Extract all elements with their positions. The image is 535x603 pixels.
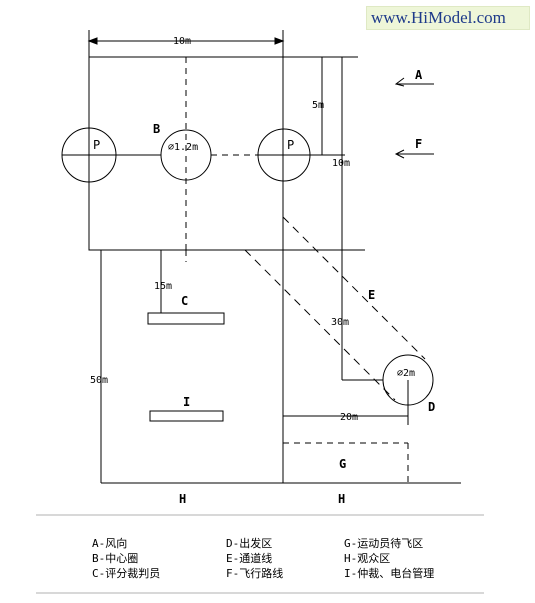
- center-circle: [160, 129, 212, 181]
- legend-item-c: C-评分裁判员: [92, 567, 161, 580]
- start-zone-label: ⌀2m: [397, 368, 415, 379]
- legend-item-i: I-仲裁、电台管理: [344, 567, 435, 580]
- legend: A-风向 B-中心圈 C-评分裁判员 D-出发区 E-通道线 F-飞行路线 G-…: [92, 535, 512, 583]
- dim-20m-label: 20m: [340, 412, 358, 423]
- legend-item-e: E-通道线: [226, 552, 273, 565]
- legend-item-a: A-风向: [92, 537, 128, 550]
- wind-arrow-head: [394, 77, 405, 87]
- watermark-banner: www.HiModel.com: [366, 6, 530, 30]
- legend-item-d: D-出发区: [226, 537, 273, 550]
- arbitration-bar: [149, 410, 224, 422]
- legend-item-b: B-中心圈: [92, 552, 139, 565]
- zone-label-h-left: H: [179, 492, 186, 506]
- dim-top-label: 10m: [173, 36, 191, 47]
- dim-50m-label: 50m: [90, 375, 108, 386]
- left-pilot-label: P: [93, 138, 100, 152]
- dim-5m-label: 5m: [312, 100, 324, 111]
- flight-path-upper: [282, 216, 426, 360]
- zone-label-g: G: [339, 457, 346, 471]
- zone-label-i: I: [183, 395, 190, 409]
- zone-label-h-right: H: [338, 492, 345, 506]
- zone-label-f: F: [415, 137, 422, 151]
- launch-square: [88, 56, 284, 251]
- zone-label-a: A: [415, 68, 423, 82]
- dim-top-arrow-right: [274, 37, 285, 45]
- dim-10m-label: 10m: [332, 158, 350, 169]
- zone-label-e: E: [368, 288, 375, 302]
- zone-label-c: C: [181, 294, 188, 308]
- watermark-text: www.HiModel.com: [371, 8, 506, 27]
- right-pilot-label: P: [287, 138, 294, 152]
- judge-bar: [147, 312, 225, 325]
- dim-15m-label: 15m: [154, 281, 172, 292]
- dim-30m-label: 30m: [331, 317, 349, 328]
- dim-top-arrow-left: [87, 37, 98, 45]
- zone-label-d: D: [428, 400, 435, 414]
- legend-item-g: G-运动员待飞区: [344, 537, 424, 550]
- legend-item-f: F-飞行路线: [226, 567, 284, 580]
- route-arrow-head: [394, 149, 405, 159]
- zone-label-b: B: [153, 122, 160, 136]
- flight-path-lower: [244, 249, 396, 401]
- center-circle-label: ⌀1.2m: [168, 142, 198, 153]
- legend-item-h: H-观众区: [344, 552, 391, 565]
